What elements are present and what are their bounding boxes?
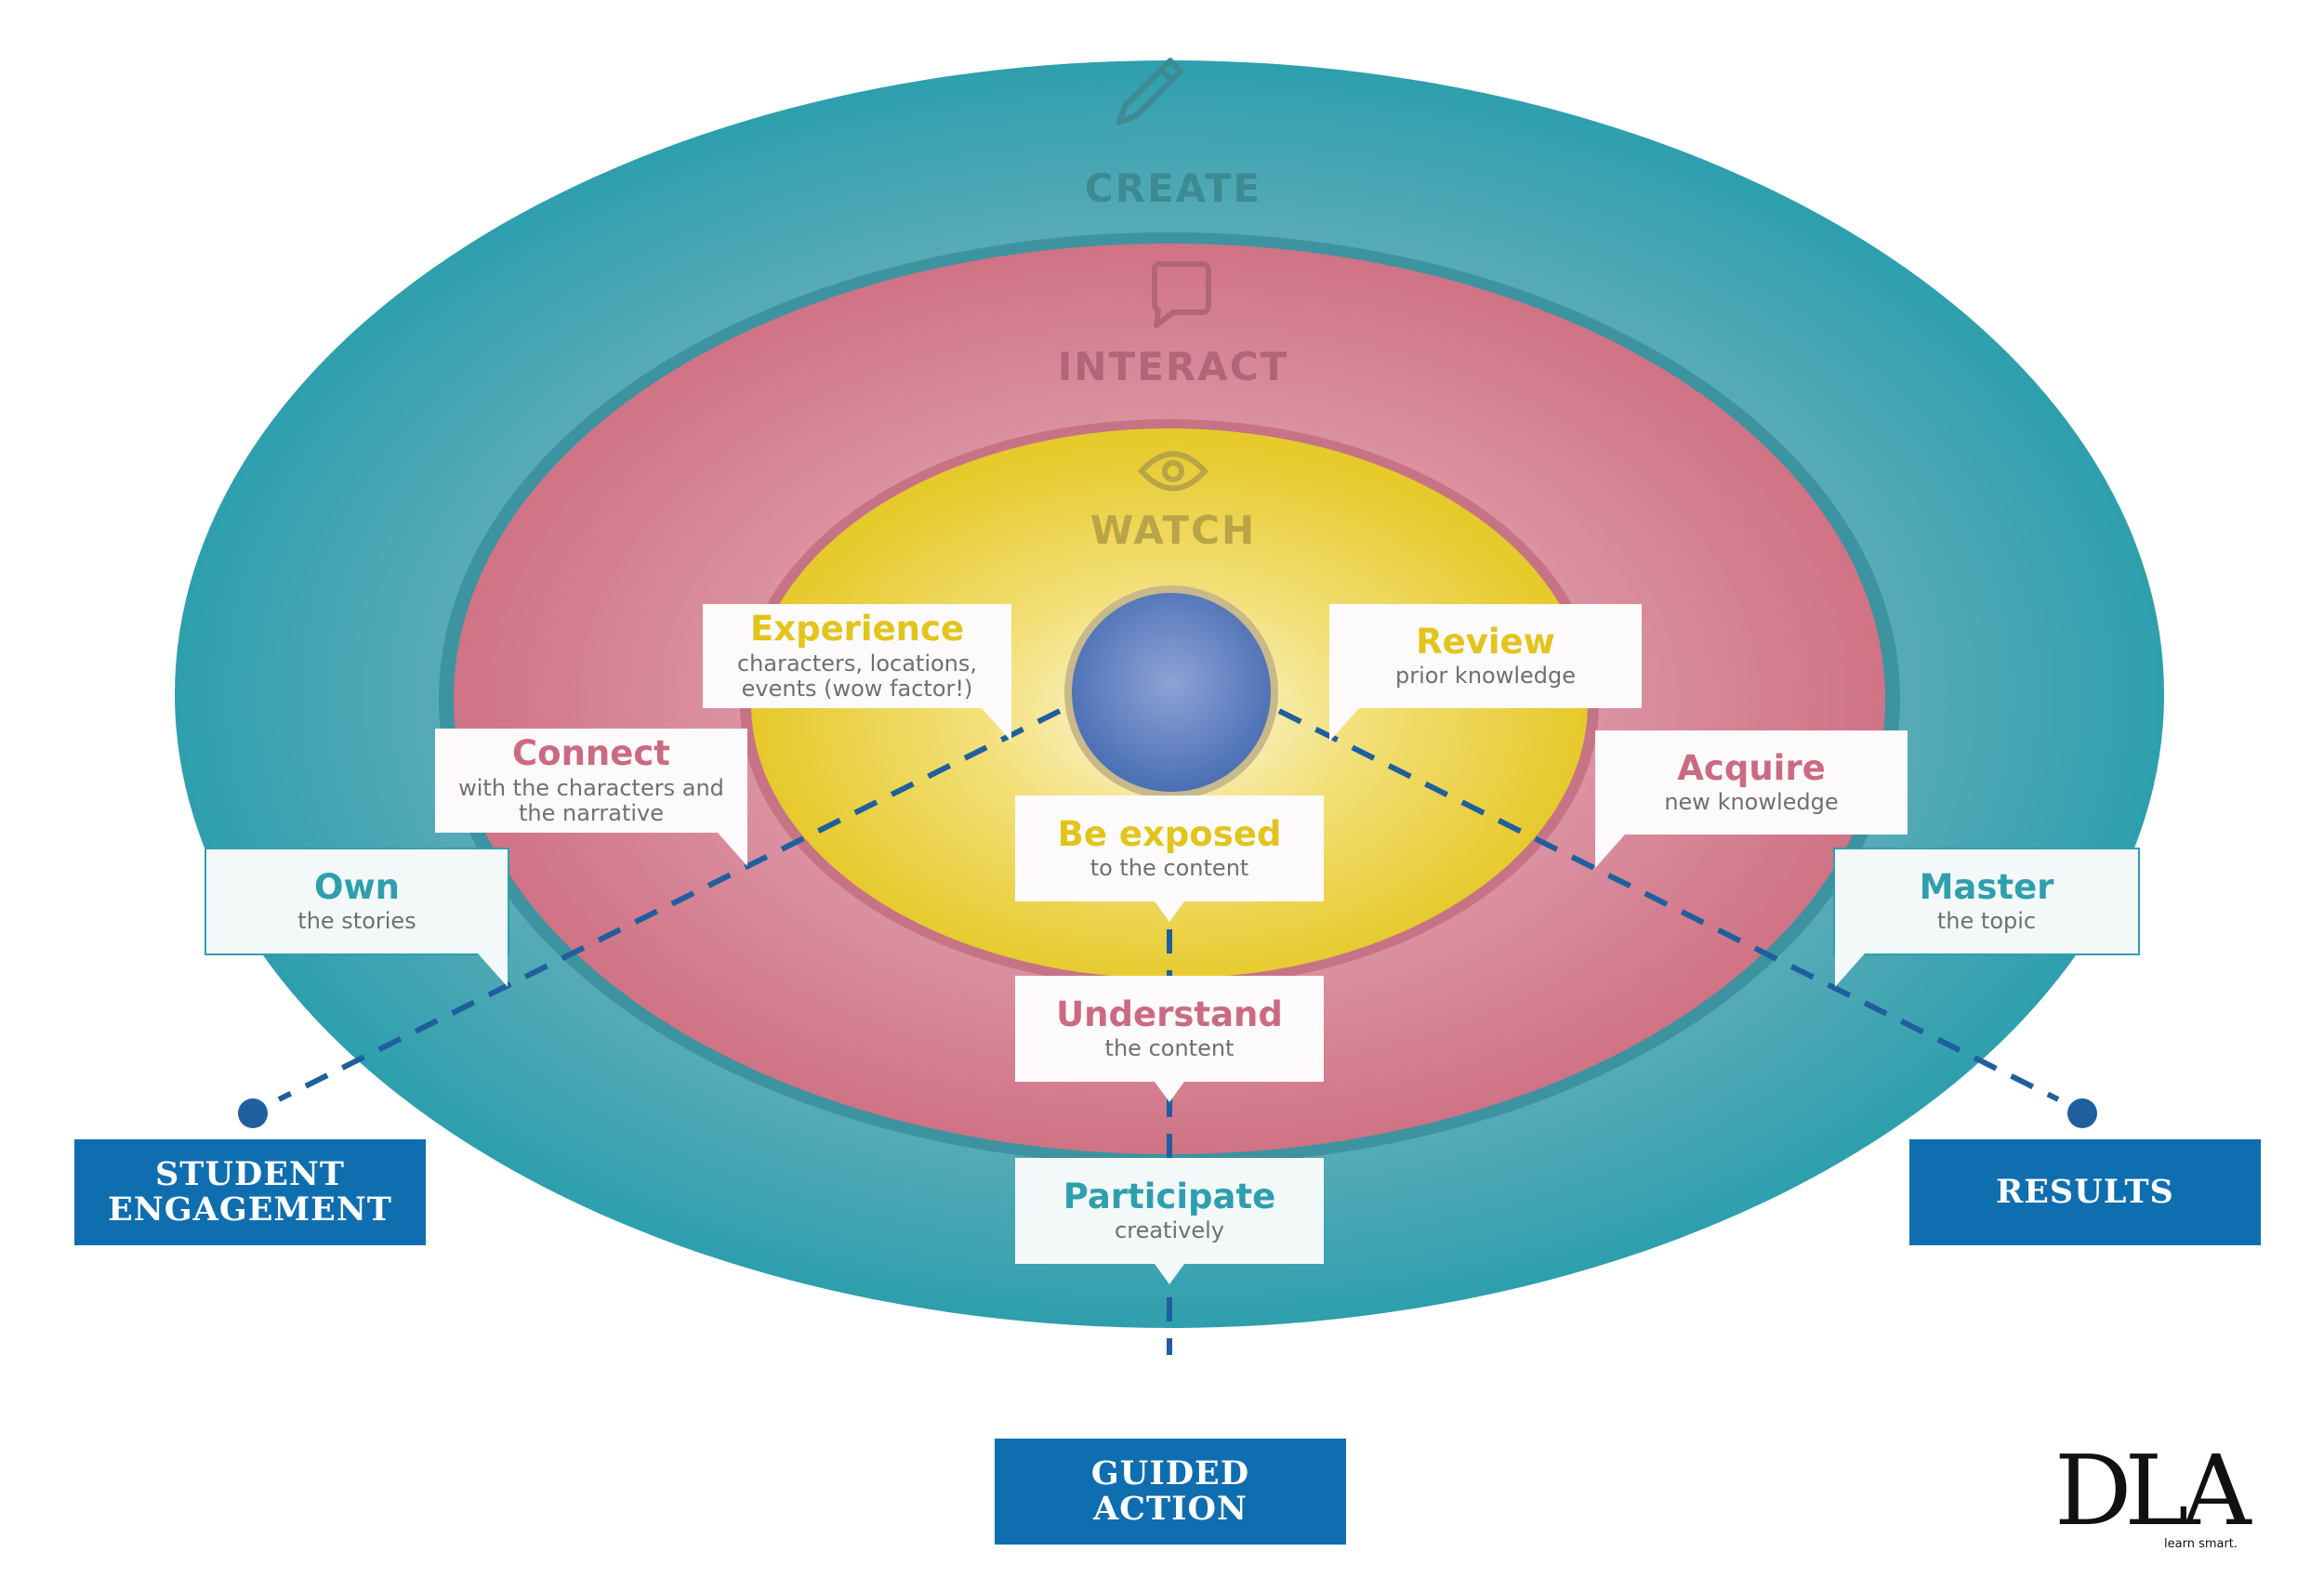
- callout-understand-title: Understand: [1056, 993, 1283, 1034]
- callout-participate: Participate creatively: [1015, 1158, 1324, 1284]
- axis-box-student-engagement: STUDENT ENGAGEMENT: [74, 1139, 426, 1245]
- callout-experience-line1: characters, locations,: [736, 650, 978, 677]
- axis-box-guided-action: GUIDED ACTION: [995, 1439, 1346, 1545]
- callout-connect-line2: the narrative: [519, 800, 664, 827]
- callout-participate-title: Participate: [1063, 1176, 1276, 1216]
- results-axis-line: [1277, 708, 2060, 1102]
- callout-own-sub: the stories: [297, 908, 416, 935]
- logo-mark: DLA: [2054, 1434, 2251, 1547]
- callout-connect-line1: with the characters and: [458, 774, 724, 801]
- callout-understand-sub: the content: [1104, 1035, 1235, 1062]
- callout-review: Review prior knowledge: [1329, 604, 1642, 742]
- dla-logo: DLA learn smart.: [2054, 1434, 2278, 1551]
- callout-connect: Connect with the characters and the narr…: [435, 729, 747, 866]
- ring-label-watch: WATCH: [1089, 507, 1257, 553]
- callout-acquire-sub: new knowledge: [1664, 789, 1839, 816]
- axis-guided-action-line1: GUIDED: [1090, 1453, 1250, 1492]
- callout-master-title: Master: [1919, 866, 2054, 907]
- callout-acquire-title: Acquire: [1677, 747, 1826, 788]
- callout-acquire: Acquire new knowledge: [1595, 730, 1908, 868]
- callout-experience-title: Experience: [749, 609, 965, 650]
- results-axis-dot: [2067, 1098, 2097, 1128]
- engagement-axis-dot: [238, 1098, 268, 1128]
- callout-be-exposed: Be exposed to the content: [1015, 796, 1324, 922]
- axis-student-engagement-line2: ENGAGEMENT: [108, 1190, 392, 1229]
- callout-participate-sub: creatively: [1115, 1217, 1224, 1244]
- ring-label-interact: INTERACT: [1057, 344, 1289, 389]
- callout-master: Master the topic: [1833, 848, 2140, 987]
- axis-student-engagement-line1: STUDENT: [155, 1154, 345, 1193]
- callout-review-title: Review: [1416, 621, 1555, 662]
- callout-experience-line2: events (wow factor!): [741, 676, 973, 703]
- callout-master-sub: the topic: [1936, 908, 2037, 935]
- callout-experience: Experience characters, locations, events…: [703, 604, 1011, 742]
- axis-results-label: RESULTS: [1996, 1172, 2174, 1211]
- callout-review-sub: prior knowledge: [1394, 663, 1577, 690]
- engagement-axis-line: [277, 708, 1062, 1102]
- callout-own-title: Own: [314, 866, 400, 907]
- pencil-icon: [1116, 58, 1184, 125]
- eye-icon: [1137, 451, 1209, 492]
- callout-own: Own the stories: [205, 848, 509, 987]
- callout-connect-title: Connect: [512, 733, 670, 774]
- dashed-axes: [277, 708, 2060, 1355]
- callout-be-exposed-sub: to the content: [1089, 855, 1249, 882]
- center-circle: [1072, 593, 1271, 792]
- logo-tagline: learn smart.: [2164, 1537, 2238, 1551]
- axis-guided-action-line2: ACTION: [1093, 1490, 1248, 1528]
- speech-bubble-icon: [1152, 261, 1211, 328]
- callout-be-exposed-title: Be exposed: [1057, 813, 1282, 854]
- axis-box-results: RESULTS: [1909, 1139, 2261, 1245]
- ring-label-create: CREATE: [1084, 165, 1262, 211]
- callout-understand: Understand the content: [1015, 976, 1324, 1102]
